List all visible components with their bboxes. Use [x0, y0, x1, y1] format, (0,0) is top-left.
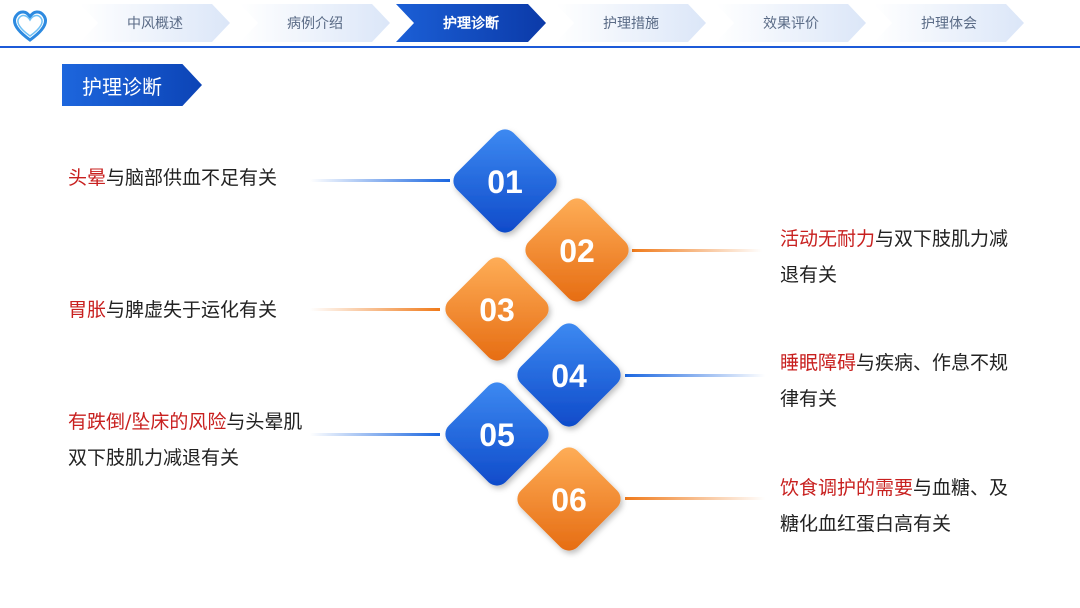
diamond-04	[517, 323, 621, 427]
tab-label: 护理体会	[921, 16, 977, 32]
diagnosis-detail: 与脾虚失于运化有关	[106, 299, 278, 321]
tab-effect-evaluation[interactable]: 效果评价	[716, 4, 866, 42]
diamond-number-02: 02	[559, 233, 595, 269]
header-divider	[0, 46, 1080, 48]
diamond-number-05: 05	[479, 417, 515, 453]
diamond-06	[517, 447, 621, 551]
tab-case-introduction[interactable]: 病例介绍	[240, 4, 390, 42]
diamond-number-04: 04	[551, 358, 587, 394]
diagnosis-item-05: 有跌倒/坠床的风险与头晕肌双下肢肌力减退有关	[68, 404, 303, 476]
diagnosis-detail: 与头晕肌双下肢肌力减退有关	[68, 411, 303, 469]
diagnosis-detail: 与血糖、及糖化血红蛋白高有关	[780, 477, 1009, 535]
diagnosis-highlight: 有跌倒/坠床的风险	[68, 411, 227, 433]
diagnosis-item-04: 睡眠障碍与疾病、作息不规律有关	[780, 345, 1012, 417]
tab-label: 中风概述	[127, 16, 183, 32]
diagnosis-highlight: 活动无耐力	[780, 228, 876, 250]
diamond-02	[525, 198, 629, 302]
diagnosis-highlight: 头晕	[68, 167, 107, 189]
connector-line-03	[310, 308, 440, 311]
connector-line-01	[310, 179, 450, 182]
connector-line-02	[632, 249, 762, 252]
diagnosis-highlight: 饮食调护的需要	[780, 477, 914, 499]
diamond-number-01: 01	[487, 164, 523, 200]
section-title: 护理诊断	[62, 64, 202, 106]
top-navigation: 中风概述 病例介绍 护理诊断 护理措施 效果评价 护理体会	[0, 0, 1080, 50]
diagnosis-item-02: 活动无耐力与双下肢肌力减退有关	[780, 221, 1012, 293]
diamond-01	[453, 129, 557, 233]
diagnosis-item-03: 胃胀与脾虚失于运化有关	[68, 292, 308, 328]
diagnosis-item-06: 饮食调护的需要与血糖、及糖化血红蛋白高有关	[780, 470, 1012, 542]
tab-label: 护理措施	[603, 16, 659, 32]
heart-logo-icon	[13, 10, 47, 42]
tab-label: 效果评价	[763, 16, 819, 32]
diagnosis-detail: 与双下肢肌力减退有关	[780, 228, 1009, 286]
diagnosis-item-01: 头晕与脑部供血不足有关	[68, 160, 308, 196]
diagnosis-highlight: 胃胀	[68, 299, 107, 321]
tab-stroke-overview[interactable]: 中风概述	[80, 4, 230, 42]
diagnosis-detail: 与脑部供血不足有关	[106, 167, 278, 189]
tab-nursing-measures[interactable]: 护理措施	[556, 4, 706, 42]
tab-label: 病例介绍	[287, 16, 343, 32]
connector-line-06	[625, 497, 765, 500]
diamond-03	[445, 257, 549, 361]
tab-label: 护理诊断	[443, 16, 499, 32]
connector-line-05	[310, 433, 440, 436]
diagnosis-detail: 与疾病、作息不规律有关	[780, 352, 1009, 410]
diamond-05	[445, 382, 549, 486]
tab-nursing-experience[interactable]: 护理体会	[874, 4, 1024, 42]
diagnosis-highlight: 睡眠障碍	[780, 352, 857, 374]
tab-nursing-diagnosis[interactable]: 护理诊断	[396, 4, 546, 42]
diamond-number-06: 06	[551, 482, 587, 518]
connector-line-04	[625, 374, 765, 377]
diamond-number-03: 03	[479, 292, 515, 328]
